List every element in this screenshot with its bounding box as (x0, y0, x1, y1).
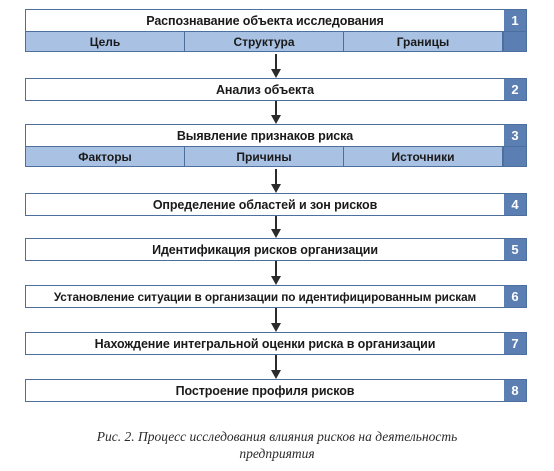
step-7-box: Нахождение интегральной оценки риска в о… (25, 332, 527, 355)
step-1-title: Распознавание объекта исследования (146, 13, 384, 28)
step-5-title: Идентификация рисков организации (152, 242, 378, 257)
step-1-box: Распознавание объекта исследования 1 Цел… (25, 9, 527, 52)
subitem-sources: Источники (344, 147, 503, 166)
step-1-number: 1 (504, 10, 526, 31)
step-3-box: Выявление признаков риска 3 Факторы Прич… (25, 124, 527, 167)
step-3-number: 3 (504, 125, 526, 146)
step-6-number: 6 (504, 286, 526, 307)
step-1-subitems: Цель Структура Границы (26, 31, 526, 51)
caption-line-2: предприятия (239, 446, 315, 461)
step-4-box: Определение областей и зон рисков 4 (25, 193, 527, 216)
arrow-6-7 (271, 308, 281, 332)
figure-caption: Рис. 2. Процесс исследования влияния рис… (0, 428, 554, 462)
arrow-2-3 (271, 101, 281, 124)
step-7-title: Нахождение интегральной оценки риска в о… (94, 336, 436, 351)
step-2-title: Анализ объекта (215, 82, 315, 97)
step-2-box: Анализ объекта 2 (25, 78, 527, 101)
step-6-box: Установление ситуации в организации по и… (25, 285, 527, 308)
step-8-title: Построение профиля рисков (175, 383, 355, 398)
subitem-factors: Факторы (26, 147, 185, 166)
subitem-boundaries: Границы (344, 32, 503, 51)
step-8-number: 8 (504, 380, 526, 401)
step-8-box: Построение профиля рисков 8 (25, 379, 527, 402)
step-3-subitems: Факторы Причины Источники (26, 146, 526, 166)
step-6-title: Установление ситуации в организации по и… (53, 289, 477, 304)
arrow-3-4 (271, 169, 281, 193)
step-5-number: 5 (504, 239, 526, 260)
subitem-goal: Цель (26, 32, 185, 51)
subitem-structure: Структура (185, 32, 344, 51)
step-2-number: 2 (504, 79, 526, 100)
subrow-number-pad (503, 147, 526, 166)
step-5-box: Идентификация рисков организации 5 (25, 238, 527, 261)
arrow-1-2 (271, 54, 281, 78)
arrow-4-5 (271, 216, 281, 238)
step-3-title: Выявление признаков риска (176, 128, 354, 143)
subitem-causes: Причины (185, 147, 344, 166)
step-4-number: 4 (504, 194, 526, 215)
step-7-number: 7 (504, 333, 526, 354)
arrow-5-6 (271, 261, 281, 285)
subrow-number-pad (503, 32, 526, 51)
caption-line-1: Рис. 2. Процесс исследования влияния рис… (96, 429, 458, 444)
arrow-7-8 (271, 355, 281, 379)
step-4-title: Определение областей и зон рисков (152, 197, 378, 212)
